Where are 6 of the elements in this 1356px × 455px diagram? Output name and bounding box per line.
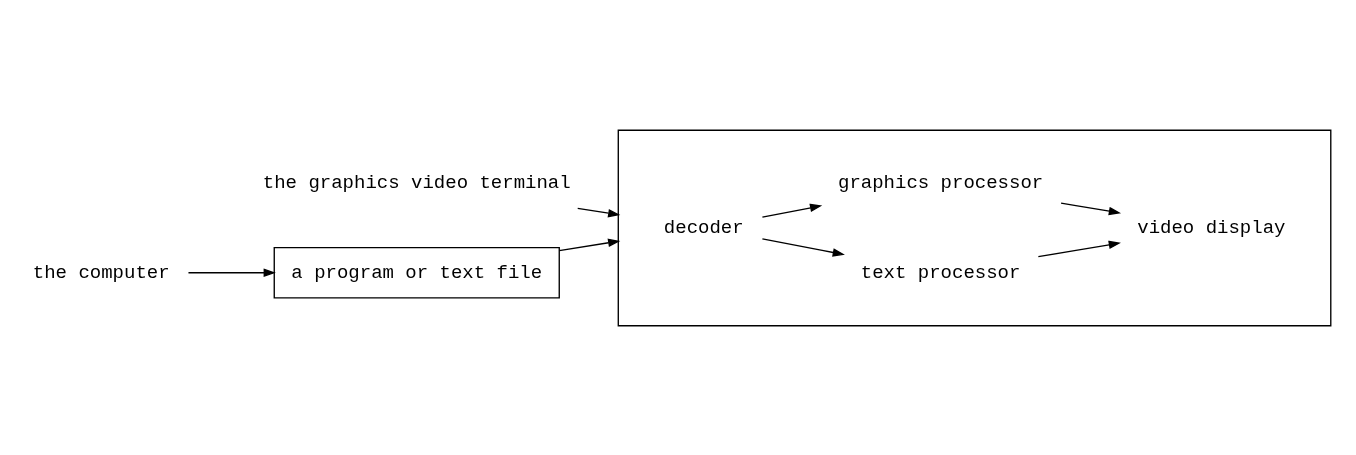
node-text: video display [1137, 216, 1286, 239]
node-text: the computer [32, 261, 170, 284]
node-text: text processor [860, 261, 1021, 284]
node-text: graphics processor [837, 171, 1044, 194]
node-text: the graphics video terminal [262, 171, 571, 194]
node-text: decoder [663, 216, 744, 239]
